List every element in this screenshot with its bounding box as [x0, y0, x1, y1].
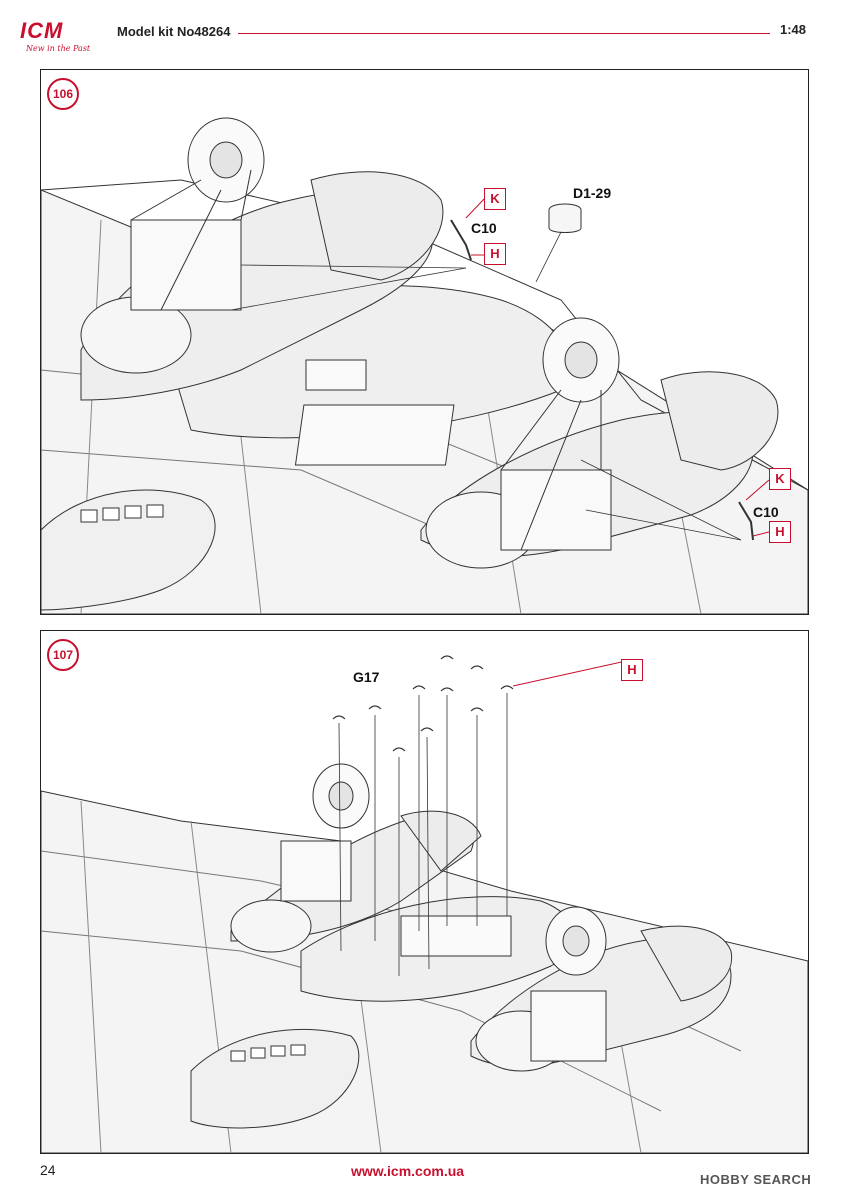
part-label-g17: G17 [353, 669, 380, 685]
ref-box-k: K [484, 188, 506, 210]
step-panel-106: 106 D1-29 C10 C10 K H K H [40, 69, 809, 615]
header-divider [238, 33, 770, 34]
step-number-badge: 107 [47, 639, 79, 671]
icm-logo: ICM New in the Past [20, 18, 112, 62]
step-number-badge: 106 [47, 78, 79, 110]
ref-box-h: H [769, 521, 791, 543]
step-panel-107: 107 G17 H [40, 630, 809, 1154]
watermark: HOBBY SEARCH [700, 1172, 812, 1187]
step-107-drawing [41, 655, 808, 1153]
part-label-c10: C10 [753, 504, 779, 520]
logo-text: ICM [20, 18, 64, 43]
logo-tagline: New in the Past [26, 44, 91, 53]
page-number: 24 [40, 1162, 56, 1178]
step-106-drawing [41, 117, 808, 614]
part-label-d1-29: D1-29 [573, 185, 612, 201]
ref-box-h: H [484, 243, 506, 265]
ref-box-h: H [621, 659, 643, 681]
part-label-c10: C10 [471, 220, 497, 236]
page-header: ICM New in the Past Model kit No48264 1:… [0, 0, 848, 64]
scale-label: 1:48 [780, 22, 807, 37]
footer-url[interactable]: www.icm.com.ua [351, 1163, 465, 1179]
kit-title: Model kit No48264 [117, 24, 231, 39]
ref-box-k: K [769, 468, 791, 490]
